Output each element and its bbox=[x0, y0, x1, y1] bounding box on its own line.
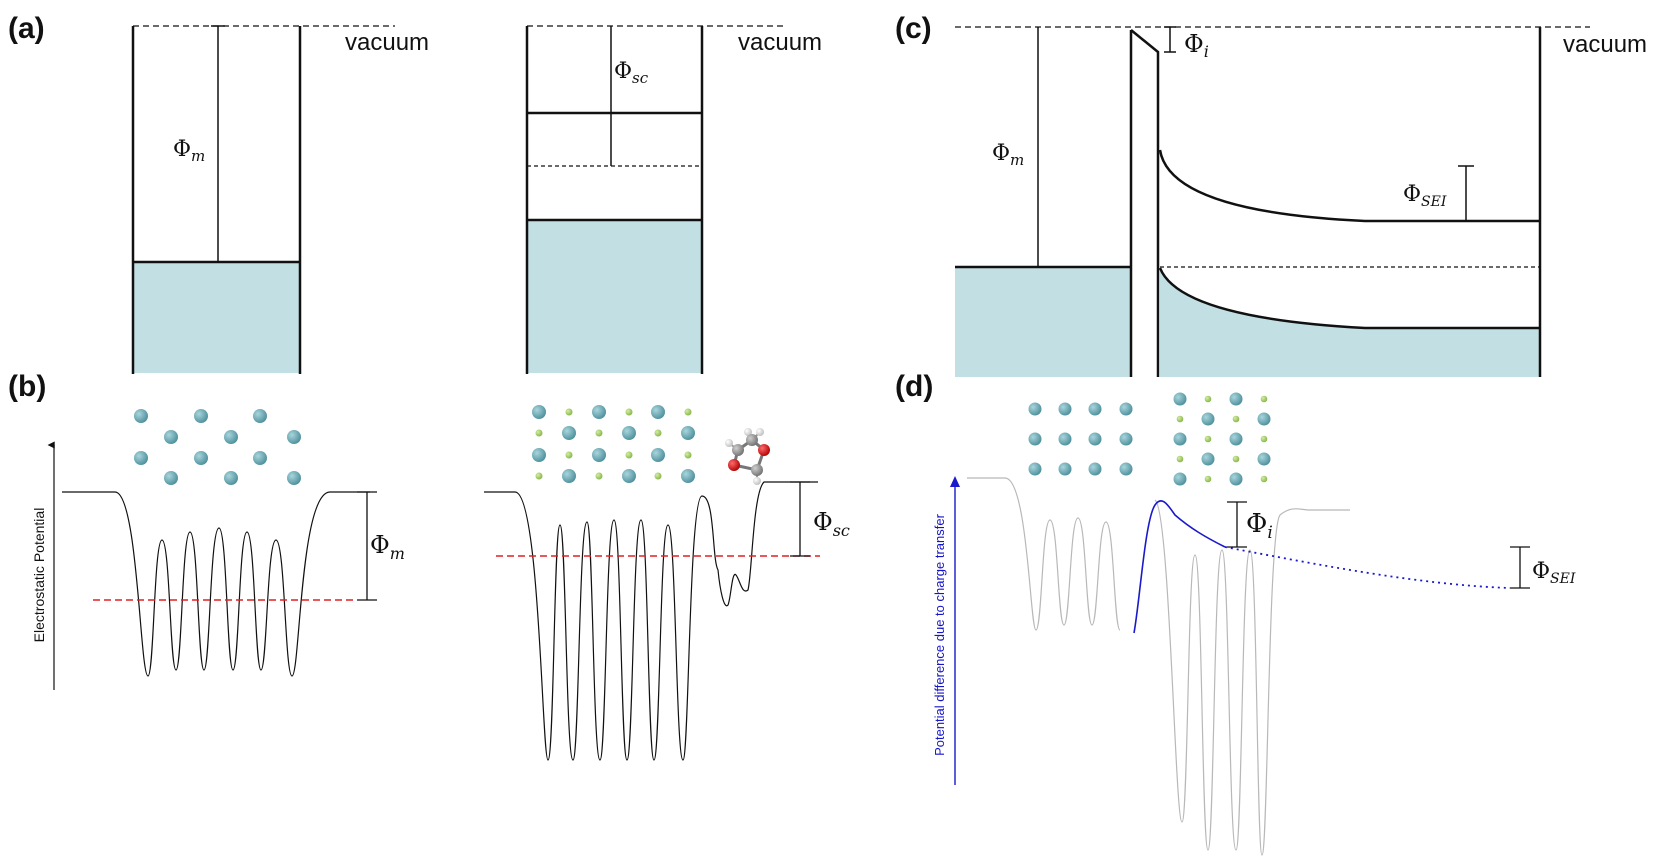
interface-barrier bbox=[1130, 29, 1160, 377]
sei-conduction-band bbox=[1158, 149, 1540, 223]
vacuum-label-a1: vacuum bbox=[345, 29, 429, 56]
phi-i-label-c: Φi bbox=[1184, 30, 1209, 61]
phi-m-label-b: Φm bbox=[370, 531, 405, 563]
charge-transfer-axis-label: Potential difference due to charge trans… bbox=[932, 513, 947, 756]
panel-a-metal-well: vacuum Φm bbox=[131, 25, 429, 374]
vacuum-label-a2: vacuum bbox=[738, 29, 822, 56]
metal-occupied-fill bbox=[133, 262, 300, 373]
panel-b-metal-potential: Electrostatic Potential Φm bbox=[31, 409, 405, 690]
panel-c-interface-diagram: vacuum Φm Φi ΦSEI bbox=[955, 26, 1647, 377]
phi-m-label-c: Φm bbox=[992, 141, 1024, 169]
phi-sc-label-b: Φsc bbox=[813, 508, 850, 540]
panel-label-c: (c) bbox=[895, 12, 932, 45]
panel-label-b: (b) bbox=[8, 370, 46, 403]
charge-transfer-dotted bbox=[1224, 546, 1511, 589]
sei-potential-curve-d bbox=[1154, 499, 1350, 856]
metal-potential-curve-d bbox=[967, 477, 1121, 631]
semiconductor-potential-curve bbox=[484, 481, 818, 761]
solvent-molecule bbox=[725, 428, 770, 485]
metal-fill-c bbox=[955, 267, 1131, 377]
phi-i-label-d: Φi bbox=[1246, 509, 1273, 543]
panel-label-d: (d) bbox=[895, 370, 933, 403]
metal-atom-lattice bbox=[134, 409, 301, 485]
charge-transfer-curve bbox=[1133, 500, 1226, 634]
panel-label-a: (a) bbox=[8, 12, 45, 45]
metal-atom-lattice-d bbox=[1028, 402, 1133, 476]
vacuum-label-c: vacuum bbox=[1563, 31, 1647, 58]
electrostatic-axis-label: Electrostatic Potential bbox=[31, 508, 47, 643]
sei-atom-lattice-d bbox=[1173, 392, 1271, 486]
phi-sc-label-a: Φsc bbox=[614, 59, 649, 87]
sei-valence-fill bbox=[1160, 268, 1540, 377]
panel-a-semiconductor-well: vacuum Φsc bbox=[525, 25, 822, 374]
panel-d-charge-transfer: Potential difference due to charge trans… bbox=[932, 392, 1576, 856]
phi-sei-label-c: ΦSEI bbox=[1403, 182, 1447, 210]
phi-sei-label-d: ΦSEI bbox=[1532, 559, 1576, 587]
sei-valence-band bbox=[1158, 267, 1540, 330]
valence-band-fill bbox=[527, 220, 702, 373]
panel-b-semiconductor-potential: Φsc bbox=[484, 405, 850, 761]
semiconductor-atom-lattice bbox=[532, 405, 695, 483]
phi-m-label-a: Φm bbox=[173, 137, 205, 165]
metal-potential-curve bbox=[62, 491, 370, 677]
